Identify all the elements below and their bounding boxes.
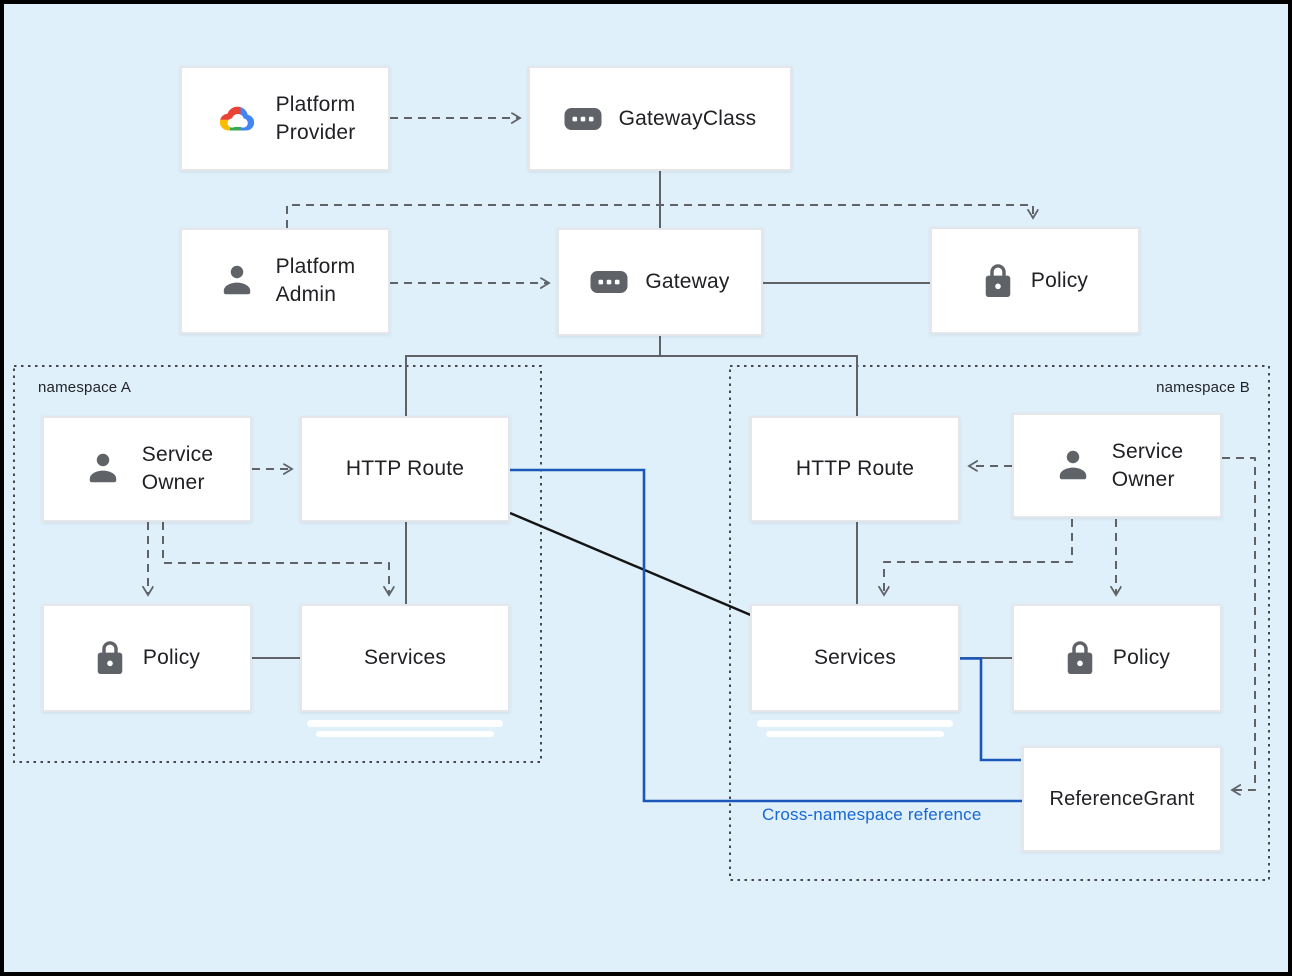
node-services-a: Services xyxy=(300,604,510,712)
node-platform-admin: Platform Admin xyxy=(180,228,390,334)
node-gatewayclass: GatewayClass xyxy=(528,66,792,171)
node-label: Services xyxy=(363,646,447,670)
lock-icon xyxy=(97,641,123,674)
node-http-route-b: HTTP Route xyxy=(750,416,960,522)
edge-admin-policy xyxy=(286,204,1033,228)
edge-gateway-httproutes xyxy=(405,336,858,416)
edge-services-b-referencegrant xyxy=(960,657,1021,762)
namespace-b-label: namespace B xyxy=(1156,379,1250,396)
node-label: Policy xyxy=(1030,268,1089,292)
crd-icon xyxy=(590,271,628,293)
node-referencegrant: ReferenceGrant xyxy=(1022,746,1222,852)
edge-owner-a-services-a xyxy=(162,522,389,595)
person-icon xyxy=(223,265,250,295)
node-gateway: Gateway xyxy=(557,228,763,336)
edge-owner-b-referencegrant xyxy=(1222,457,1256,790)
google-cloud-logo-icon xyxy=(219,106,254,130)
services-b-stack-bar xyxy=(766,731,944,737)
lock-icon xyxy=(985,263,1011,297)
node-policy-a: Policy xyxy=(42,604,252,712)
node-label: Gateway xyxy=(645,270,730,294)
services-a-stack-bar xyxy=(316,731,494,737)
node-label: Service Owner xyxy=(1111,439,1184,491)
node-label: HTTP Route xyxy=(795,457,915,481)
edge-httproute-a-referencegrant xyxy=(510,468,1022,803)
node-label: HTTP Route xyxy=(345,457,465,481)
lock-icon xyxy=(1067,641,1093,674)
crd-icon xyxy=(564,107,602,130)
node-label: Platform Provider xyxy=(275,92,356,144)
node-http-route-a: HTTP Route xyxy=(300,416,510,522)
node-services-b: Services xyxy=(750,604,960,712)
node-label: Services xyxy=(813,646,897,670)
node-policy-b: Policy xyxy=(1012,604,1222,712)
services-a-stack-bar xyxy=(307,720,503,727)
cross-namespace-reference-label: Cross-namespace reference xyxy=(762,805,982,824)
node-service-owner-b: Service Owner xyxy=(1012,413,1222,518)
node-label: GatewayClass xyxy=(618,106,757,130)
node-label: Policy xyxy=(1112,646,1171,670)
edge-httproute-a-services-b xyxy=(509,511,754,618)
node-policy-top: Policy xyxy=(930,227,1140,334)
person-icon xyxy=(1059,450,1086,479)
namespace-a-label: namespace A xyxy=(38,379,132,396)
node-label: Service Owner xyxy=(141,443,214,494)
node-label: Policy xyxy=(142,646,201,670)
node-label: ReferenceGrant xyxy=(1049,787,1195,810)
namespace-b-border xyxy=(729,365,1270,881)
person-icon xyxy=(89,453,116,483)
services-b-stack-bar xyxy=(757,720,953,727)
node-service-owner-a: Service Owner xyxy=(42,416,252,522)
edge-owner-b-services-b xyxy=(884,519,1073,595)
node-label: Platform Admin xyxy=(275,255,356,306)
node-platform-provider: Platform Provider xyxy=(180,66,390,171)
